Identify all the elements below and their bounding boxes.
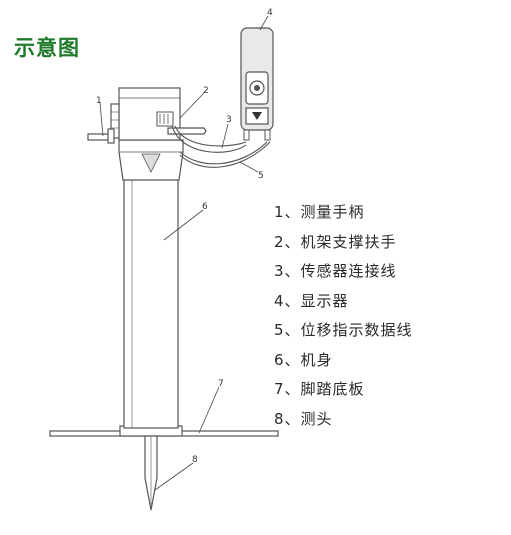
cables xyxy=(171,125,271,168)
legend-item: 1、测量手柄 xyxy=(274,203,365,221)
callout-8: 8 xyxy=(192,455,198,465)
callout-6: 6 xyxy=(202,202,208,212)
legend-item: 7、脚踏底板 xyxy=(274,380,365,398)
leader-lines xyxy=(99,15,269,491)
callout-5: 5 xyxy=(258,171,264,181)
legend-item: 8、测头 xyxy=(274,409,333,428)
callout-1: 1 xyxy=(96,96,102,106)
legend-item: 3、传感器连接线 xyxy=(274,262,397,280)
head-collar xyxy=(118,139,184,181)
parts-legend: 1、测量手柄 2、机架支撑扶手 3、传感器连接线 4、显示器 5、位移指示数据线… xyxy=(274,198,413,434)
body-column xyxy=(123,177,179,429)
legend-item: 2、机架支撑扶手 xyxy=(274,232,397,251)
callout-7: 7 xyxy=(218,379,224,389)
page-title: 示意图 xyxy=(14,36,80,60)
support-armrest xyxy=(167,127,207,135)
legend-item: 5、位移指示数据线 xyxy=(274,321,413,339)
legend-item: 6、机身 xyxy=(274,350,333,369)
callout-3: 3 xyxy=(226,115,232,125)
display-unit xyxy=(240,27,274,141)
callout-4: 4 xyxy=(267,8,273,18)
callout-2: 2 xyxy=(203,86,209,96)
measuring-handle xyxy=(87,103,120,144)
probe-tip xyxy=(144,435,158,511)
legend-item: 4、显示器 xyxy=(274,291,349,310)
